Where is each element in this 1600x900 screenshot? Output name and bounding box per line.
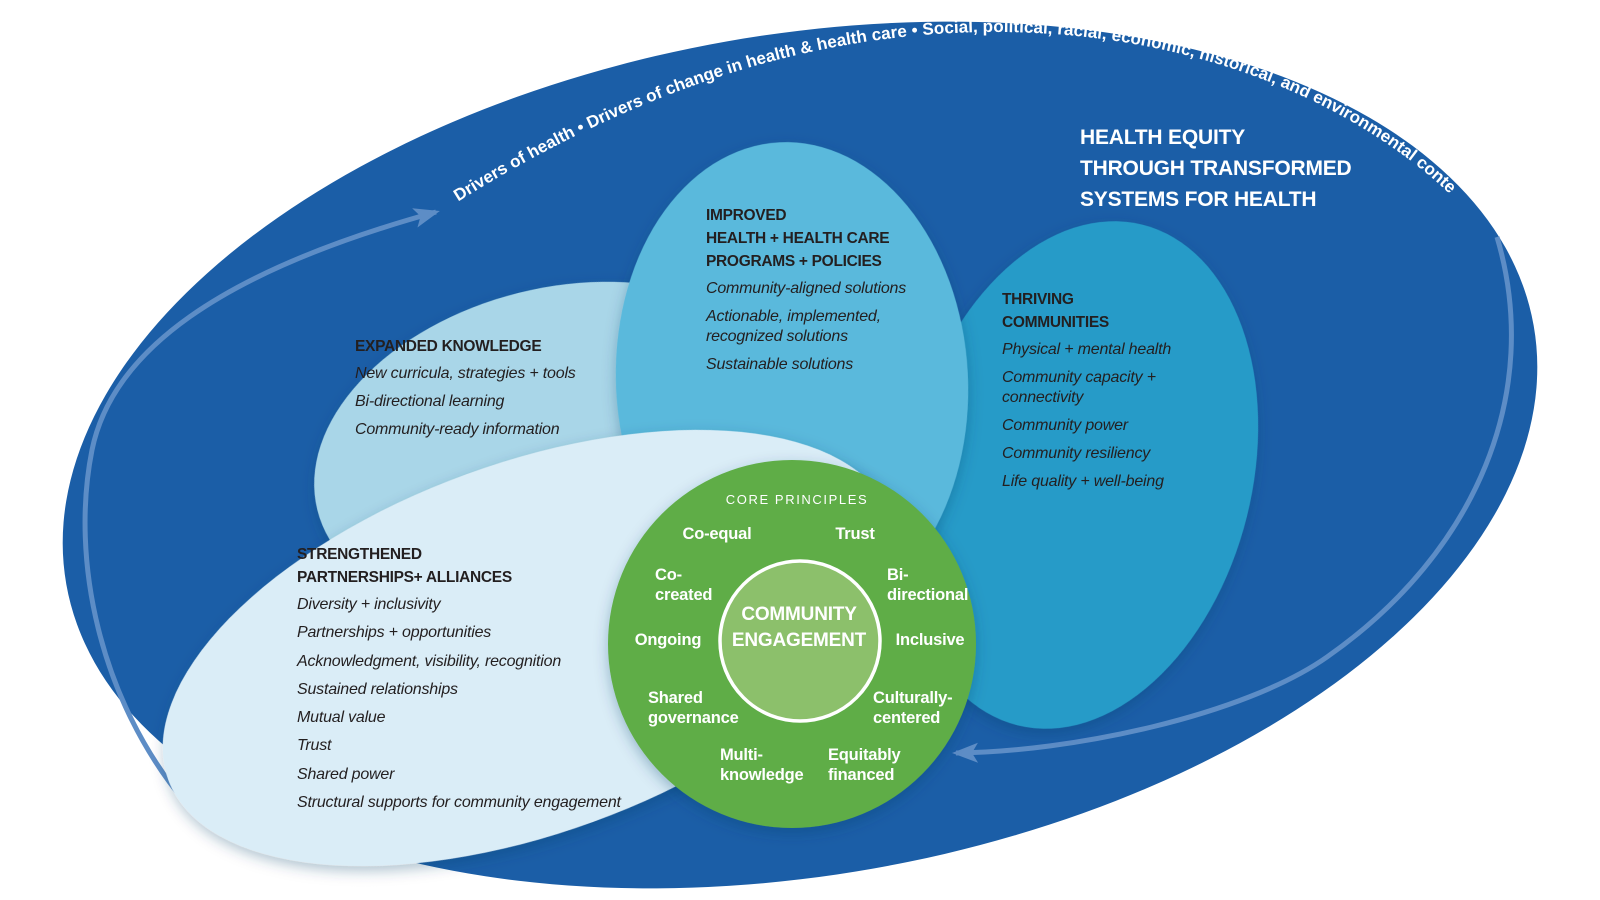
core-principles-label: CORE PRINCIPLES (725, 492, 869, 507)
principle-bi-directional: Bi- directional (887, 566, 969, 604)
list-item: Community-ready information (355, 421, 560, 438)
list-item: Actionable, implemented, recognized solu… (706, 308, 881, 345)
expanded-knowledge-heading: EXPANDED KNOWLEDGE (355, 338, 542, 355)
list-item: Sustained relationships (297, 680, 458, 698)
principle-inclusive: Inclusive (895, 631, 965, 649)
list-item: Community power (1002, 416, 1128, 434)
thriving-communities-heading: THRIVING COMMUNITIES (1002, 291, 1109, 331)
list-item: Community resiliency (1002, 444, 1151, 462)
expanded-knowledge-block: EXPANDED KNOWLEDGE New curricula, strate… (355, 335, 655, 448)
list-item: Bi-directional learning (355, 393, 505, 410)
strengthened-partnerships-block: STRENGTHENED PARTNERSHIPS+ ALLIANCES Div… (297, 543, 727, 821)
flow-arrow-right-icon (952, 236, 1514, 763)
list-item: Community capacity + connectivity (1002, 369, 1156, 406)
strengthened-partnerships-heading: STRENGTHENED PARTNERSHIPS+ ALLIANCES (297, 546, 512, 586)
petal-thriving-communities (901, 221, 1259, 729)
principle-ongoing: Ongoing (634, 631, 702, 649)
principle-shared-governance: Shared governance (648, 689, 739, 727)
list-item: Trust (297, 737, 332, 755)
flow-arrow-left-icon (82, 208, 440, 804)
list-item: Shared power (297, 765, 395, 783)
community-engagement-label: COMMUNITY ENGAGEMENT (731, 604, 867, 651)
principle-trust: Trust (835, 525, 875, 543)
principle-culturally-centered: Culturally- centered (873, 689, 953, 727)
list-item: Community-aligned solutions (706, 280, 907, 297)
list-item: Mutual value (297, 709, 386, 727)
principle-co-created: Co- created (655, 566, 713, 604)
community-engagement-circle (718, 559, 882, 723)
page-title: HEALTH EQUITY THROUGH TRANSFORMED SYSTEM… (1080, 126, 1352, 211)
list-item: Acknowledgment, visibility, recognition (297, 652, 562, 670)
list-item: Diversity + inclusivity (297, 596, 441, 613)
principle-equitably-financed: Equitably financed (828, 746, 901, 784)
principle-co-equal: Co-equal (682, 525, 752, 543)
list-item: Partnerships + opportunities (297, 624, 492, 642)
improved-programs-block: IMPROVED HEALTH + HEALTH CARE PROGRAMS +… (706, 204, 966, 383)
list-item: New curricula, strategies + tools (355, 365, 576, 382)
thriving-communities-block: THRIVING COMMUNITIES Physical + mental h… (1002, 288, 1232, 500)
list-item: Structural supports for community engage… (297, 794, 621, 812)
improved-programs-heading: IMPROVED HEALTH + HEALTH CARE PROGRAMS +… (706, 207, 890, 270)
list-item: Sustainable solutions (706, 355, 854, 373)
principle-multi-knowledge: Multi- knowledge (720, 746, 804, 784)
list-item: Life quality + well-being (1002, 472, 1164, 490)
list-item: Physical + mental health (1002, 341, 1172, 358)
